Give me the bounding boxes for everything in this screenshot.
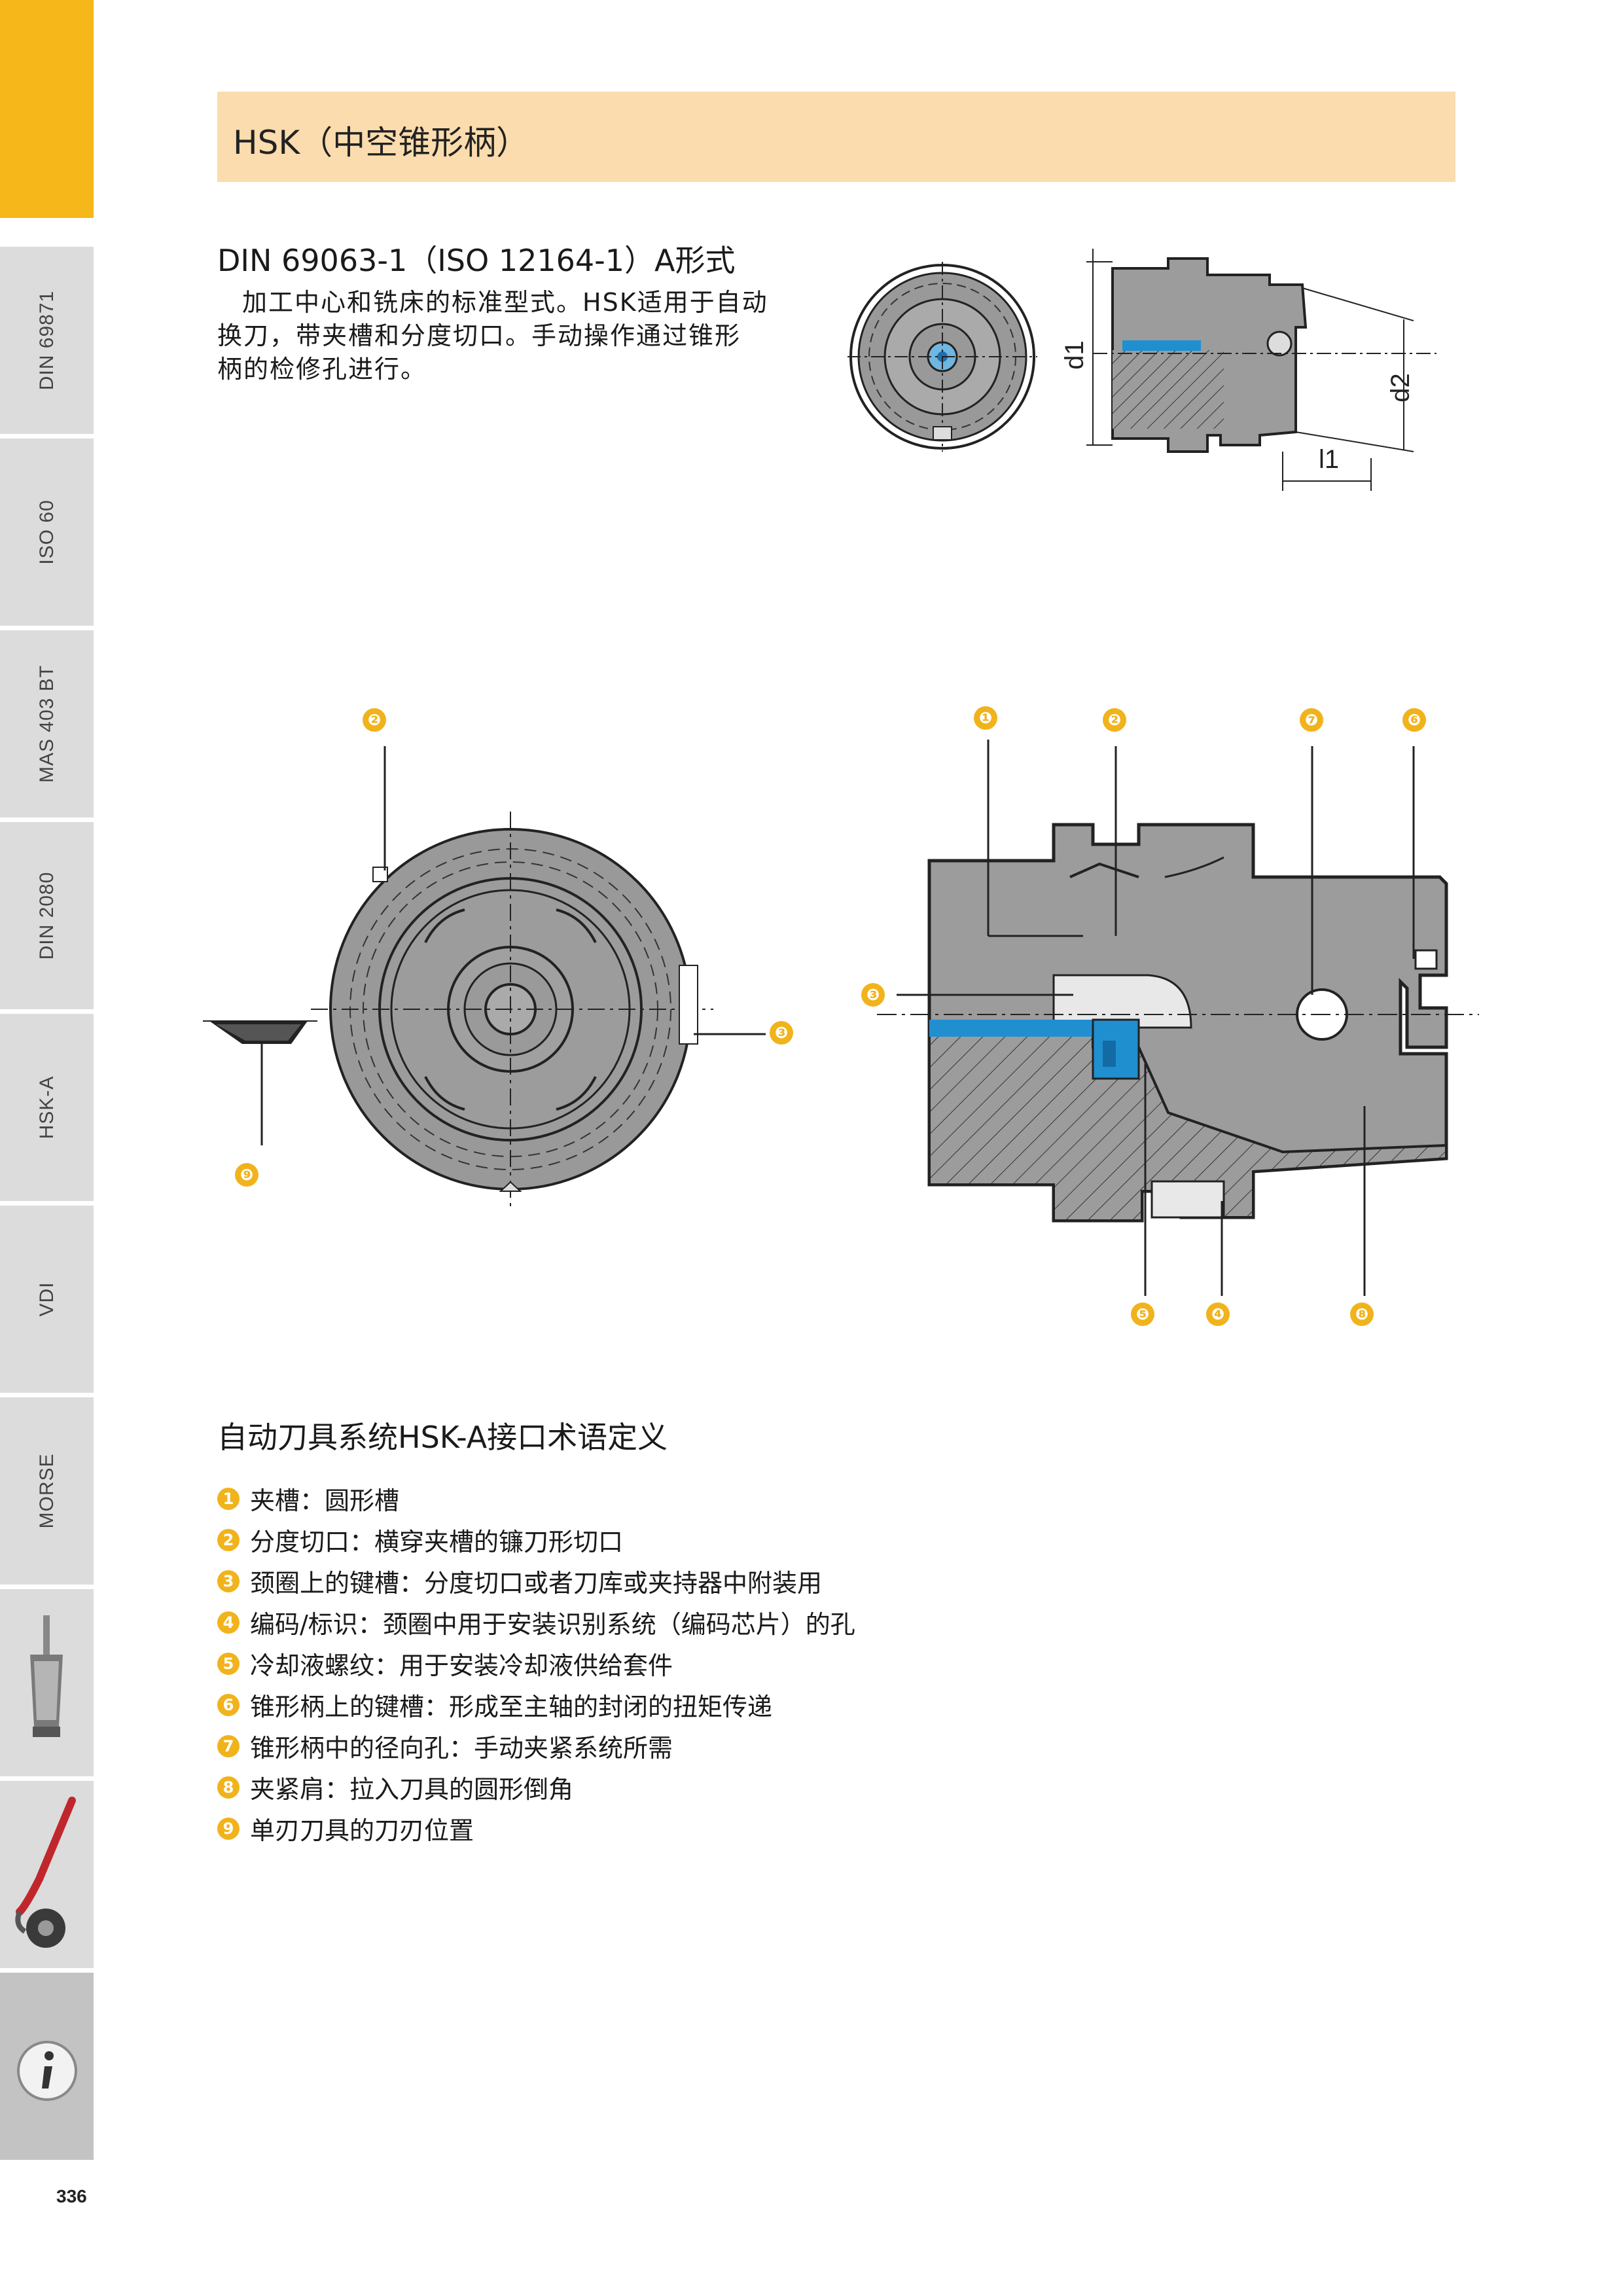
- term-number-badge: 4: [217, 1611, 240, 1634]
- term-number-badge: 3: [217, 1570, 240, 1592]
- term-number-badge: 1: [217, 1487, 240, 1510]
- wrench-nut-icon: [15, 1797, 76, 1948]
- top-section-view-drawing: [1086, 249, 1436, 491]
- description-line: 换刀，带夹槽和分度切口。手动操作通过锥形: [217, 321, 741, 350]
- callout-9: ❾: [235, 1163, 259, 1187]
- sidebar-tab-vdi[interactable]: VDI: [0, 1203, 94, 1393]
- term-text: 锥形柄上的键槽：形成至主轴的封闭的扭矩传递: [250, 1693, 773, 1721]
- term-text: 颈圈上的键槽：分度切口或者刀库或夹持器中附装用: [250, 1569, 823, 1598]
- sidebar-tab-wrench[interactable]: [0, 1778, 94, 1968]
- term-number-badge: 9: [217, 1817, 240, 1840]
- list-item: 4 编码/标识：颈圈中用于安装识别系统（编码芯片）的孔: [217, 1602, 855, 1643]
- terms-list: 1 夹槽：圆形槽 2 分度切口：横穿夹槽的镰刀形切口 3 颈圈上的键槽：分度切口或者刀…: [217, 1478, 855, 1849]
- section-title: DIN 69063-1（ISO 12164-1）A形式: [217, 243, 736, 278]
- list-item: 7 锥形柄中的径向孔：手动夹紧系统所需: [217, 1725, 855, 1767]
- drill-chuck-icon: [30, 1615, 63, 1737]
- sidebar-tab-label: ISO 60: [35, 499, 58, 565]
- callout-7: ❼: [1300, 708, 1323, 732]
- sidebar-tab-iso60[interactable]: ISO 60: [0, 436, 94, 626]
- callout-2: ❷: [363, 708, 386, 732]
- page-title: HSK（中空锥形柄）: [233, 124, 529, 162]
- sidebar-tab-label: HSK-A: [35, 1075, 58, 1139]
- term-text: 冷却液螺纹：用于安装冷却液供给套件: [250, 1651, 673, 1680]
- sidebar-tab-label: MORSE: [35, 1453, 58, 1529]
- sidebar-tab-din2080[interactable]: DIN 2080: [0, 819, 94, 1009]
- callout-8: ❽: [1350, 1302, 1374, 1326]
- sidebar-tab-chuck[interactable]: [0, 1587, 94, 1776]
- term-number-badge: 2: [217, 1528, 240, 1551]
- callout-4: ❹: [1206, 1302, 1230, 1326]
- term-number-badge: 5: [217, 1652, 240, 1675]
- page-number: 336: [56, 2186, 87, 2206]
- header-band: HSK（中空锥形柄）: [217, 92, 1455, 182]
- callout-2: ❷: [1103, 708, 1126, 732]
- callout-1: ❶: [974, 706, 997, 730]
- term-text: 夹紧肩：拉入刀具的圆形倒角: [250, 1775, 574, 1804]
- top-front-view-drawing: [847, 262, 1037, 452]
- list-item: 2 分度切口：横穿夹槽的镰刀形切口: [217, 1519, 855, 1560]
- section-description: 加工中心和铣床的标准型式。HSK适用于自动 换刀，带夹槽和分度切口。手动操作通过…: [217, 286, 806, 386]
- sidebar: DIN 69871 ISO 60 MAS 403 BT DIN 2080 HSK…: [0, 0, 94, 2179]
- list-item: 8 夹紧肩：拉入刀具的圆形倒角: [217, 1767, 855, 1808]
- callout-3: ❸: [861, 983, 885, 1007]
- term-text: 单刃刀具的刀刃位置: [250, 1816, 474, 1845]
- sidebar-tab-label: DIN 2080: [35, 871, 58, 960]
- term-text: 分度切口：横穿夹槽的镰刀形切口: [250, 1528, 624, 1556]
- sidebar-tab-hsk-a[interactable]: HSK-A: [0, 1011, 94, 1201]
- term-text: 锥形柄中的径向孔：手动夹紧系统所需: [250, 1734, 673, 1763]
- description-line: 柄的检修孔进行。: [217, 355, 427, 384]
- large-section-view-drawing: [877, 740, 1479, 1296]
- dimension-l1-label: l1: [1319, 445, 1340, 474]
- term-number-badge: 8: [217, 1776, 240, 1799]
- large-front-view-drawing: [203, 746, 766, 1211]
- sidebar-tab-label: MAS 403 BT: [35, 664, 58, 783]
- info-icon: [17, 2041, 77, 2101]
- sidebar-tab-label: DIN 69871: [35, 290, 58, 391]
- term-number-badge: 7: [217, 1734, 240, 1757]
- sidebar-tab-info[interactable]: [0, 1970, 94, 2160]
- list-item: 6 锥形柄上的键槽：形成至主轴的封闭的扭矩传递: [217, 1684, 855, 1725]
- list-item: 1 夹槽：圆形槽: [217, 1478, 855, 1519]
- description-line: 加工中心和铣床的标准型式。HSK适用于自动: [242, 288, 768, 317]
- dimension-d1-label: d1: [1060, 340, 1089, 370]
- callout-6: ❻: [1402, 708, 1426, 732]
- list-item: 9 单刃刀具的刀刃位置: [217, 1808, 855, 1849]
- term-number-badge: 6: [217, 1693, 240, 1716]
- sidebar-tab-morse[interactable]: MORSE: [0, 1395, 94, 1585]
- list-item: 5 冷却液螺纹：用于安装冷却液供给套件: [217, 1643, 855, 1684]
- terms-title: 自动刀具系统HSK-A接口术语定义: [217, 1420, 668, 1455]
- term-text: 夹槽：圆形槽: [250, 1486, 400, 1515]
- callout-5: ❺: [1131, 1302, 1154, 1326]
- list-item: 3 颈圈上的键槽：分度切口或者刀库或夹持器中附装用: [217, 1560, 855, 1602]
- term-text: 编码/标识：颈圈中用于安装识别系统（编码芯片）的孔: [250, 1610, 855, 1639]
- callout-3: ❸: [770, 1021, 793, 1045]
- sidebar-tab-mas403bt[interactable]: MAS 403 BT: [0, 628, 94, 817]
- sidebar-tab-din69871[interactable]: DIN 69871: [0, 244, 94, 434]
- dimension-d2-label: d2: [1385, 373, 1415, 403]
- sidebar-accent-block: [0, 0, 94, 218]
- sidebar-tab-label: VDI: [35, 1282, 58, 1317]
